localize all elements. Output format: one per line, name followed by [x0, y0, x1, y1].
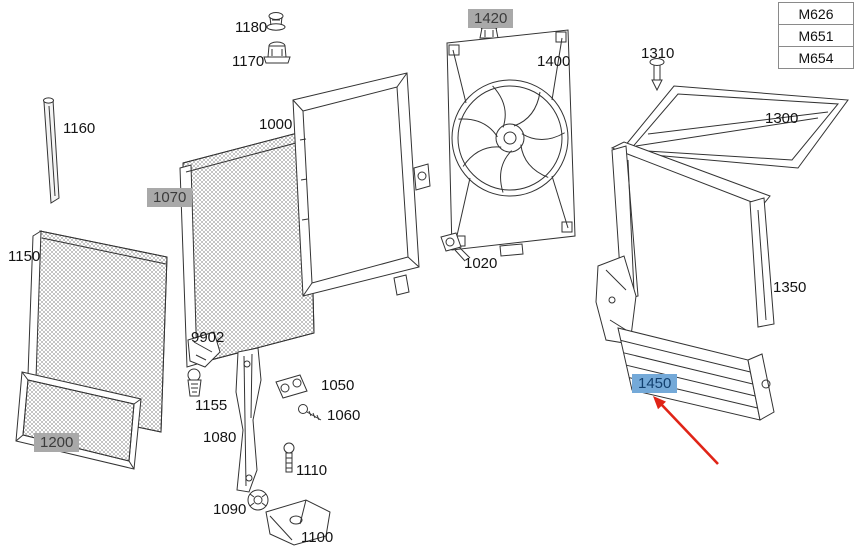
- part-1080-drawing: [235, 347, 262, 493]
- part-label-1050[interactable]: 1050: [321, 377, 355, 394]
- part-label-1180[interactable]: 1180: [235, 19, 268, 36]
- part-1350-drawing: [610, 141, 775, 328]
- part-1100-drawing: [265, 499, 331, 546]
- part-1090-drawing: [247, 489, 269, 511]
- part-label-1160[interactable]: 1160: [63, 120, 96, 137]
- part-label-1155[interactable]: 1155: [195, 397, 228, 414]
- part-label-1090[interactable]: 1090: [213, 501, 247, 518]
- model-code-table: M626 M651 M654: [778, 2, 854, 69]
- part-1170-drawing: [263, 41, 291, 64]
- part-label-1020[interactable]: 1020: [464, 255, 498, 272]
- part-label-1450-highlighted[interactable]: 1450: [632, 374, 678, 393]
- part-label-1000[interactable]: 1000: [259, 116, 293, 133]
- part-label-1300[interactable]: 1300: [765, 110, 799, 127]
- model-code-row[interactable]: M654: [798, 49, 834, 66]
- part-label-1420[interactable]: 1420: [468, 9, 514, 28]
- part-1160-drawing: [43, 97, 60, 204]
- part-label-1150[interactable]: 1150: [8, 248, 41, 265]
- pointer-arrow: [653, 396, 719, 465]
- part-label-9902[interactable]: 9902: [191, 329, 225, 346]
- part-9902-drawing: [187, 331, 221, 368]
- part-label-1170[interactable]: 1170: [232, 53, 265, 70]
- part-label-1310[interactable]: 1310: [641, 45, 675, 62]
- model-code-row[interactable]: M626: [779, 3, 853, 25]
- part-1000-drawing: [292, 72, 431, 297]
- part-label-1200[interactable]: 1200: [34, 433, 80, 452]
- part-label-1080[interactable]: 1080: [203, 429, 237, 446]
- part-1155-drawing: [187, 368, 202, 397]
- part-label-1070[interactable]: 1070: [147, 188, 193, 207]
- part-1300-drawing: [619, 85, 849, 169]
- part-1400-drawing: [446, 29, 576, 257]
- part-1180-drawing: [266, 12, 286, 31]
- part-1050-drawing: [275, 374, 308, 399]
- part-1020-drawing: [440, 232, 471, 262]
- part-1060-drawing: [298, 404, 322, 421]
- part-label-1400[interactable]: 1400: [537, 53, 571, 70]
- part-label-1060[interactable]: 1060: [327, 407, 361, 424]
- part-label-1350[interactable]: 1350: [773, 279, 807, 296]
- part-label-1100[interactable]: 1100: [301, 529, 334, 546]
- model-code-row[interactable]: M651: [779, 25, 853, 47]
- part-label-1110[interactable]: 1110: [296, 462, 328, 479]
- part-1310-drawing: [649, 58, 665, 92]
- part-1450-drawing: [595, 255, 775, 421]
- part-1070-drawing: [179, 129, 315, 368]
- part-1110-drawing: [283, 442, 295, 473]
